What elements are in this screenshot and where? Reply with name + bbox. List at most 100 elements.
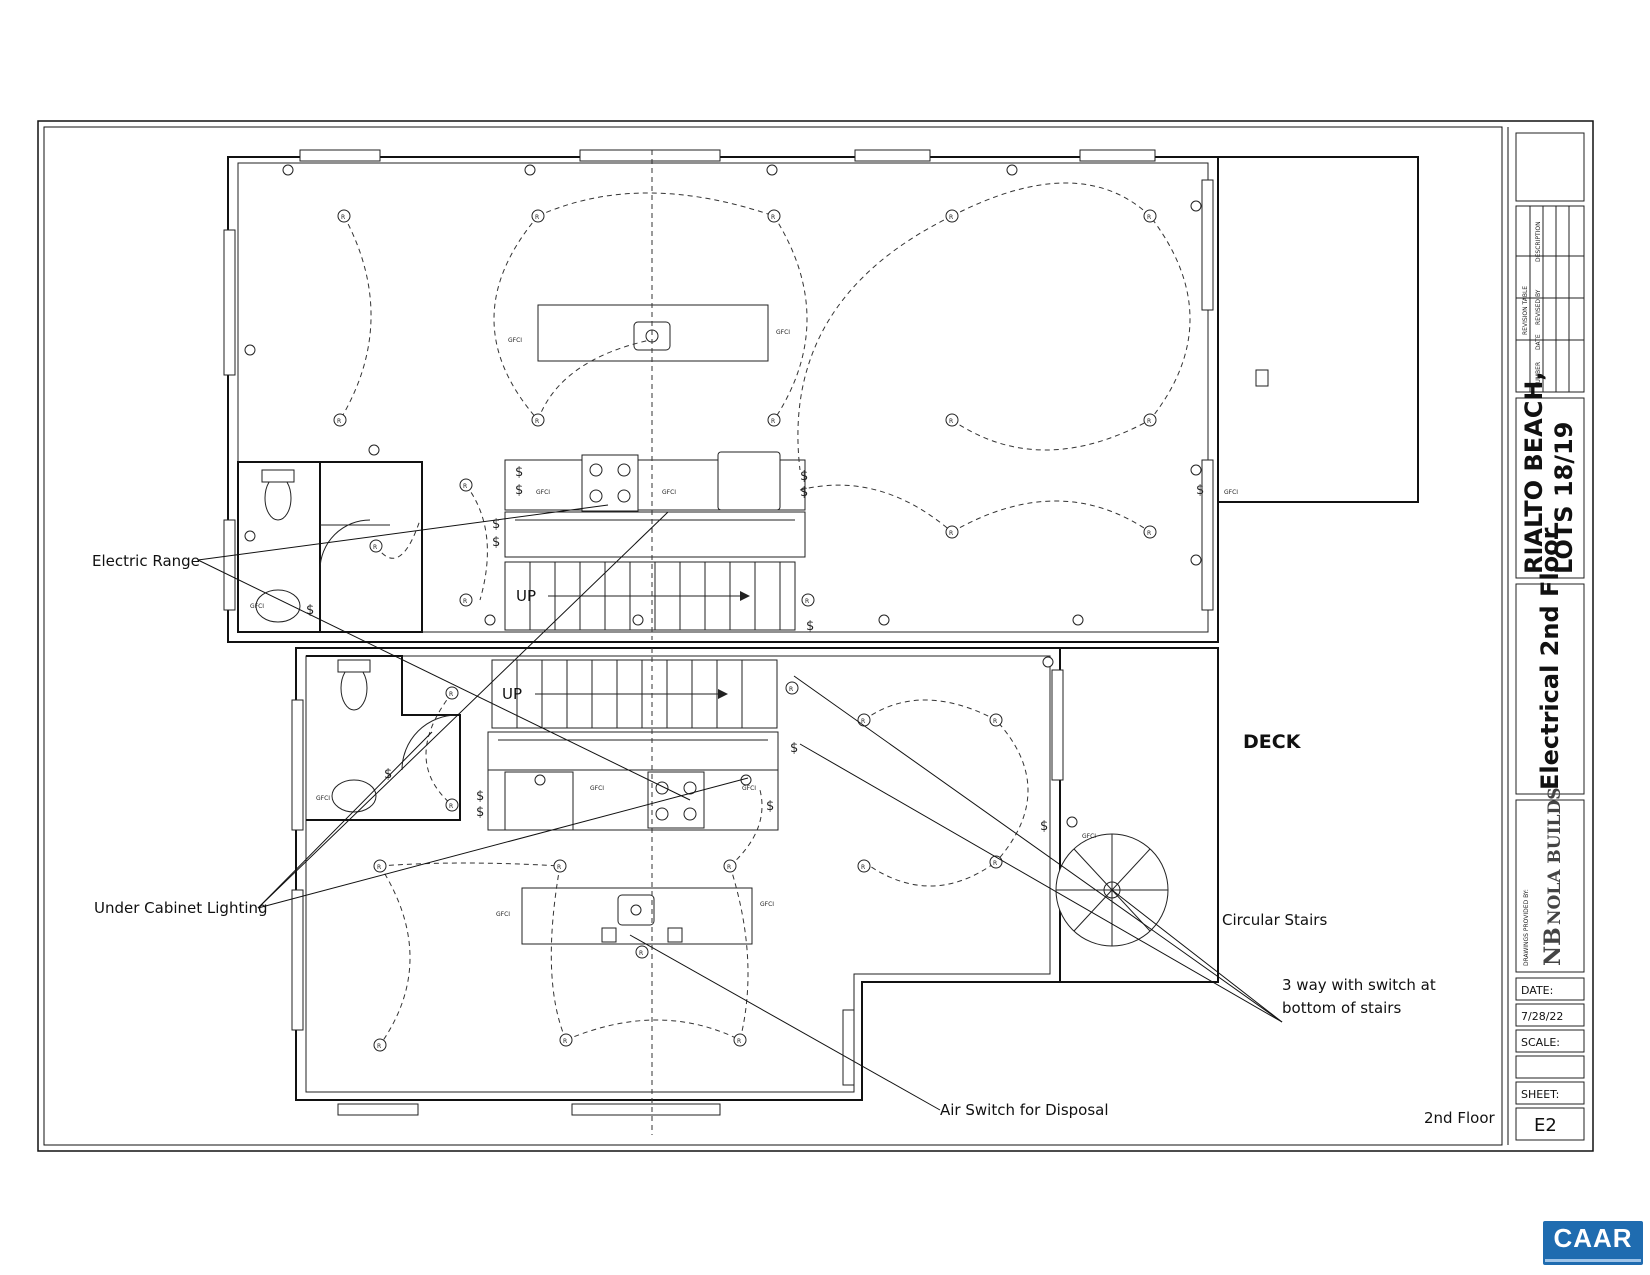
caar-logo-underline [1545, 1259, 1641, 1262]
recessed-light: R [767, 413, 781, 427]
recessed-light: R [337, 209, 351, 223]
lower-unit-plan: UP [291, 647, 1219, 1135]
recessed-light: R [635, 945, 649, 959]
switches: $ $ $ $ $ $ $ $ $ $ $ $ $ $ $ [306, 465, 1204, 834]
upper-range-burners [589, 463, 631, 503]
label-floor: 2nd Floor [1424, 1109, 1495, 1127]
recessed-light: R [559, 1033, 573, 1047]
svg-text:$: $ [476, 805, 484, 820]
recessed-light: R [1143, 413, 1157, 427]
svg-text:R: R [737, 1038, 741, 1045]
title-block: REVISION TABLE NUMBER DATE REVISED BY DE… [1515, 132, 1585, 1141]
sheet-border-inner [43, 126, 1503, 1146]
recessed-light: R [333, 413, 347, 427]
svg-text:R: R [449, 803, 453, 810]
svg-text:GFCI: GFCI [536, 489, 550, 496]
svg-text:R: R [337, 418, 341, 425]
switch-wiring-arcs [339, 182, 1191, 1046]
date-value: 7/28/22 [1521, 1010, 1563, 1023]
lower-stairs-up-label: UP [502, 685, 522, 703]
recessed-light: R [723, 859, 737, 873]
svg-text:GFCI: GFCI [760, 901, 774, 908]
date-label: DATE: [1521, 984, 1553, 997]
svg-text:R: R [639, 950, 643, 957]
svg-text:$: $ [800, 485, 808, 500]
svg-text:$: $ [492, 517, 500, 532]
recessed-light: R [459, 593, 473, 607]
svg-text:R: R [449, 691, 453, 698]
svg-text:R: R [557, 864, 561, 871]
label-electric-range: Electric Range [92, 552, 200, 570]
svg-text:R: R [949, 530, 953, 537]
svg-text:$: $ [1196, 483, 1204, 498]
svg-text:$: $ [766, 799, 774, 814]
label-circular-stairs: Circular Stairs [1222, 911, 1327, 929]
revision-col-date: DATE [1535, 334, 1542, 350]
svg-text:$: $ [515, 465, 523, 480]
recessed-light: R [531, 209, 545, 223]
recessed-light: R [373, 1038, 387, 1052]
svg-text:R: R [771, 418, 775, 425]
lower-stair-treads [516, 660, 743, 728]
recessed-light: R [1143, 209, 1157, 223]
recessed-light: R [553, 859, 567, 873]
svg-text:$: $ [790, 741, 798, 756]
sheet-title: Electrical 2nd Floor [1536, 527, 1564, 790]
recessed-light: R [989, 713, 1003, 727]
svg-text:GFCI: GFCI [742, 785, 756, 792]
brand-name: NOLA BUILDS [1545, 787, 1565, 925]
recessed-light: R [767, 209, 781, 223]
svg-text:R: R [727, 864, 731, 871]
svg-text:$: $ [1040, 819, 1048, 834]
drawings-provided-by: DRAWINGS PROVIDED BY: [1523, 889, 1530, 966]
svg-text:R: R [805, 598, 809, 605]
svg-text:GFCI: GFCI [1224, 489, 1238, 496]
svg-text:$: $ [806, 619, 814, 634]
svg-text:GFCI: GFCI [662, 489, 676, 496]
recessed-light: R [445, 686, 459, 700]
revision-col-number: NUMBER [1535, 362, 1542, 388]
brand-mark: NB [1540, 927, 1566, 966]
recessed-light: R [1143, 525, 1157, 539]
svg-text:R: R [861, 864, 865, 871]
caar-logo: CAAR [1543, 1221, 1643, 1265]
svg-text:R: R [993, 718, 997, 725]
recessed-light: R [733, 1033, 747, 1047]
svg-text:GFCI: GFCI [590, 785, 604, 792]
caar-logo-text: CAAR [1553, 1223, 1633, 1253]
svg-text:R: R [861, 718, 865, 725]
svg-text:R: R [463, 483, 467, 490]
svg-text:$: $ [800, 469, 808, 484]
recessed-light: R [857, 859, 871, 873]
svg-text:R: R [949, 214, 953, 221]
upper-stairs-up-label: UP [516, 587, 536, 605]
svg-text:$: $ [306, 603, 314, 618]
svg-text:R: R [993, 860, 997, 867]
svg-text:GFCI: GFCI [508, 337, 522, 344]
label-air-switch: Air Switch for Disposal [940, 1101, 1109, 1119]
revision-col-revised-by: REVISED BY [1535, 289, 1542, 325]
svg-text:GFCI: GFCI [250, 603, 264, 610]
scale-label: SCALE: [1521, 1036, 1560, 1049]
project-line2: LOTS 18/19 [1550, 422, 1578, 574]
svg-text:GFCI: GFCI [316, 795, 330, 802]
svg-text:$: $ [515, 483, 523, 498]
recessed-light: R [945, 525, 959, 539]
svg-text:GFCI: GFCI [496, 911, 510, 918]
recessed-light: R [531, 413, 545, 427]
recessed-light: R [857, 713, 871, 727]
lower-range-burners [655, 781, 697, 821]
recessed-lights: R R R R R R R R R R R R R R R R R R R R … [333, 209, 1157, 1052]
sheet-label: SHEET: [1521, 1088, 1559, 1101]
svg-text:R: R [373, 544, 377, 551]
recessed-light: R [989, 855, 1003, 869]
svg-text:$: $ [492, 535, 500, 550]
recessed-light: R [785, 681, 799, 695]
svg-text:R: R [377, 864, 381, 871]
sheet-value: E2 [1534, 1115, 1557, 1136]
recessed-light: R [945, 413, 959, 427]
recessed-light: R [445, 798, 459, 812]
svg-text:R: R [341, 214, 345, 221]
svg-text:R: R [1147, 214, 1151, 221]
